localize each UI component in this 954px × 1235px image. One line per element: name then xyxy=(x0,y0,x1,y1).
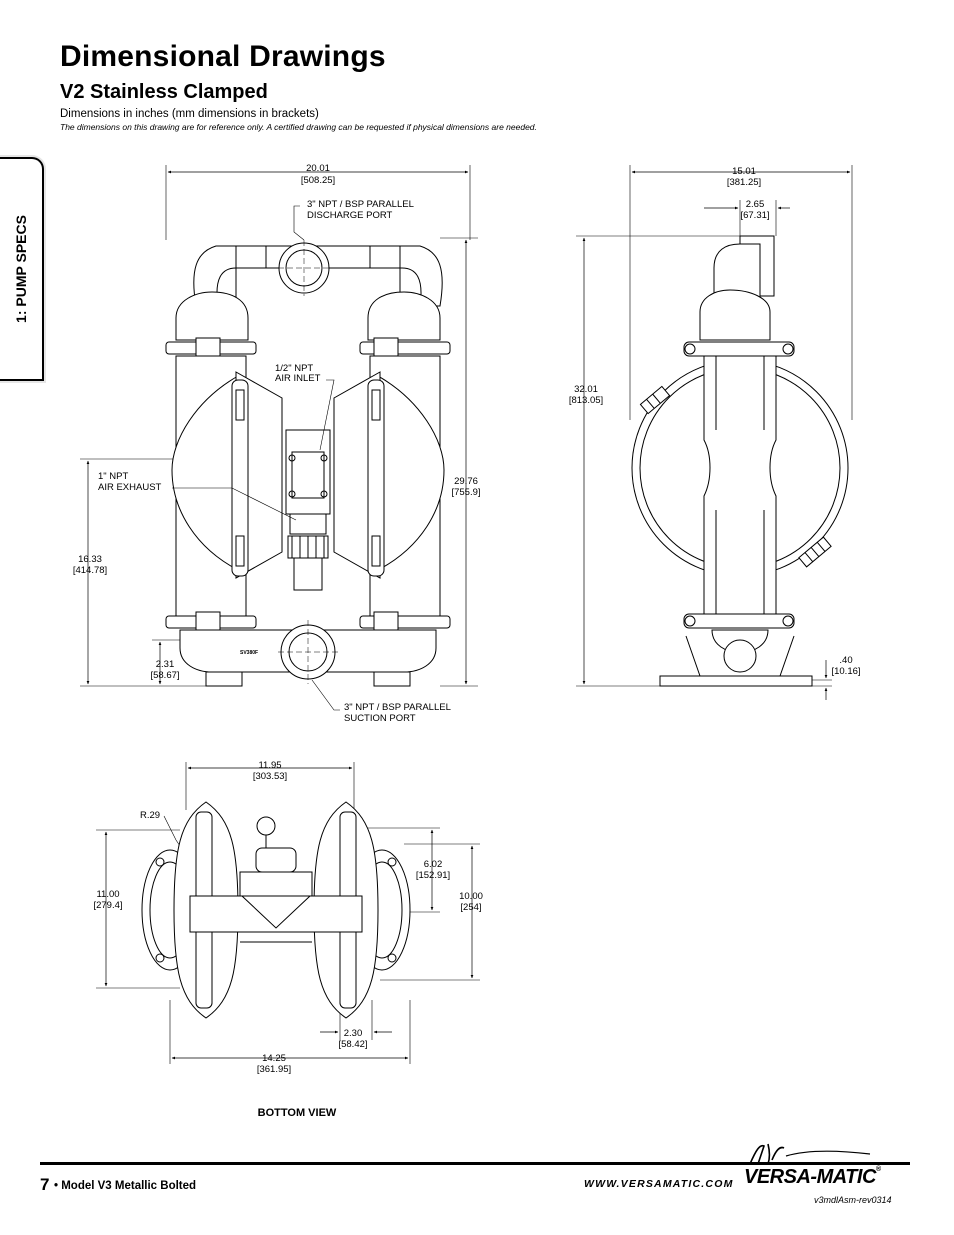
brand-wordmark: VERSA-MATIC® xyxy=(744,1166,881,1189)
front-width-mm: [508.25] xyxy=(301,175,335,186)
bottom-radius: R.29 xyxy=(140,810,160,821)
bottom-right-h-in: 10.00 xyxy=(459,891,483,902)
side-foot-mm: [10.16] xyxy=(831,666,860,677)
bottom-view xyxy=(96,762,480,1064)
side-offset-mm: [67.31] xyxy=(740,210,769,221)
bottom-mid-h-in: 6.02 xyxy=(424,859,443,870)
brand-registered-mark: ® xyxy=(875,1166,881,1173)
front-height-in: 29.76 xyxy=(454,476,478,487)
revision-code: v3mdlAsm-rev0314 xyxy=(814,1195,892,1205)
page-subtitle: V2 Stainless Clamped xyxy=(60,81,268,103)
front-base-mm: [58.67] xyxy=(150,670,179,681)
bottom-left-h-mm: [279.4] xyxy=(93,900,122,911)
side-view xyxy=(576,165,853,700)
dimensional-drawing: 20.01 [508.25] 3" NPT / BSP PARALLEL DIS… xyxy=(73,163,861,1119)
bottom-small-w-mm: [58.42] xyxy=(338,1039,367,1050)
bottom-view-caption: BOTTOM VIEW xyxy=(258,1107,337,1119)
side-offset-in: 2.65 xyxy=(746,199,765,210)
side-height-in: 32.01 xyxy=(574,384,598,395)
brand-name: VERSA-MATIC xyxy=(744,1166,876,1188)
bottom-mid-h-mm: [152.91] xyxy=(416,870,450,881)
side-tab[interactable]: 1: PUMP SPECS xyxy=(0,157,44,381)
page-number: 7 xyxy=(40,1175,50,1194)
footer-rule xyxy=(40,1162,910,1165)
front-view-labels: 20.01 [508.25] 3" NPT / BSP PARALLEL DIS… xyxy=(73,163,481,724)
bottom-right-h-mm: [254] xyxy=(460,902,481,913)
side-foot-in: .40 xyxy=(839,655,852,666)
suction-label-1: 3" NPT / BSP PARALLEL xyxy=(344,702,451,713)
front-height-mm: [755.9] xyxy=(451,487,480,498)
side-view-labels: 15.01 [381.25] 2.65 [67.31] 32.01 [813.0… xyxy=(569,166,861,677)
air-inlet-label-2: AIR INLET xyxy=(275,373,321,384)
side-height-mm: [813.05] xyxy=(569,395,603,406)
front-width-in: 20.01 xyxy=(306,163,330,174)
model-plate: SV380F xyxy=(240,650,258,656)
air-inlet-label-1: 1/2" NPT xyxy=(275,363,313,374)
front-left-h-in: 16.33 xyxy=(78,554,102,565)
side-width-in: 15.01 xyxy=(732,166,756,177)
front-base-in: 2.31 xyxy=(156,659,175,670)
bottom-top-w-mm: [303.53] xyxy=(253,771,287,782)
discharge-label-1: 3" NPT / BSP PARALLEL xyxy=(307,199,414,210)
front-left-h-mm: [414.78] xyxy=(73,565,107,576)
bottom-view-labels: 11.95 [303.53] R.29 11.00 [279.4] 6.02 [… xyxy=(93,760,482,1119)
dimensions-note: Dimensions in inches (mm dimensions in b… xyxy=(60,108,319,120)
bottom-width-mm: [361.95] xyxy=(257,1064,291,1075)
bottom-left-h-in: 11.00 xyxy=(96,889,119,900)
suction-label-2: SUCTION PORT xyxy=(344,713,416,724)
front-view xyxy=(80,165,478,711)
discharge-label-2: DISCHARGE PORT xyxy=(307,210,393,221)
page-title: Dimensional Drawings xyxy=(60,40,386,73)
side-width-mm: [381.25] xyxy=(727,177,761,188)
exhaust-label-2: AIR EXHAUST xyxy=(98,482,162,493)
versa-matic-logo-icon xyxy=(749,1143,871,1165)
footer-model: • Model V3 Metallic Bolted xyxy=(54,1180,197,1192)
footer-url[interactable]: WWW.VERSAMATIC.COM xyxy=(584,1178,734,1190)
disclaimer: The dimensions on this drawing are for r… xyxy=(60,122,537,132)
bottom-top-w-in: 11.95 xyxy=(258,760,281,771)
exhaust-label-1: 1" NPT xyxy=(98,471,128,482)
bottom-width-in: 14.25 xyxy=(262,1053,286,1064)
bottom-small-w-in: 2.30 xyxy=(344,1028,363,1039)
